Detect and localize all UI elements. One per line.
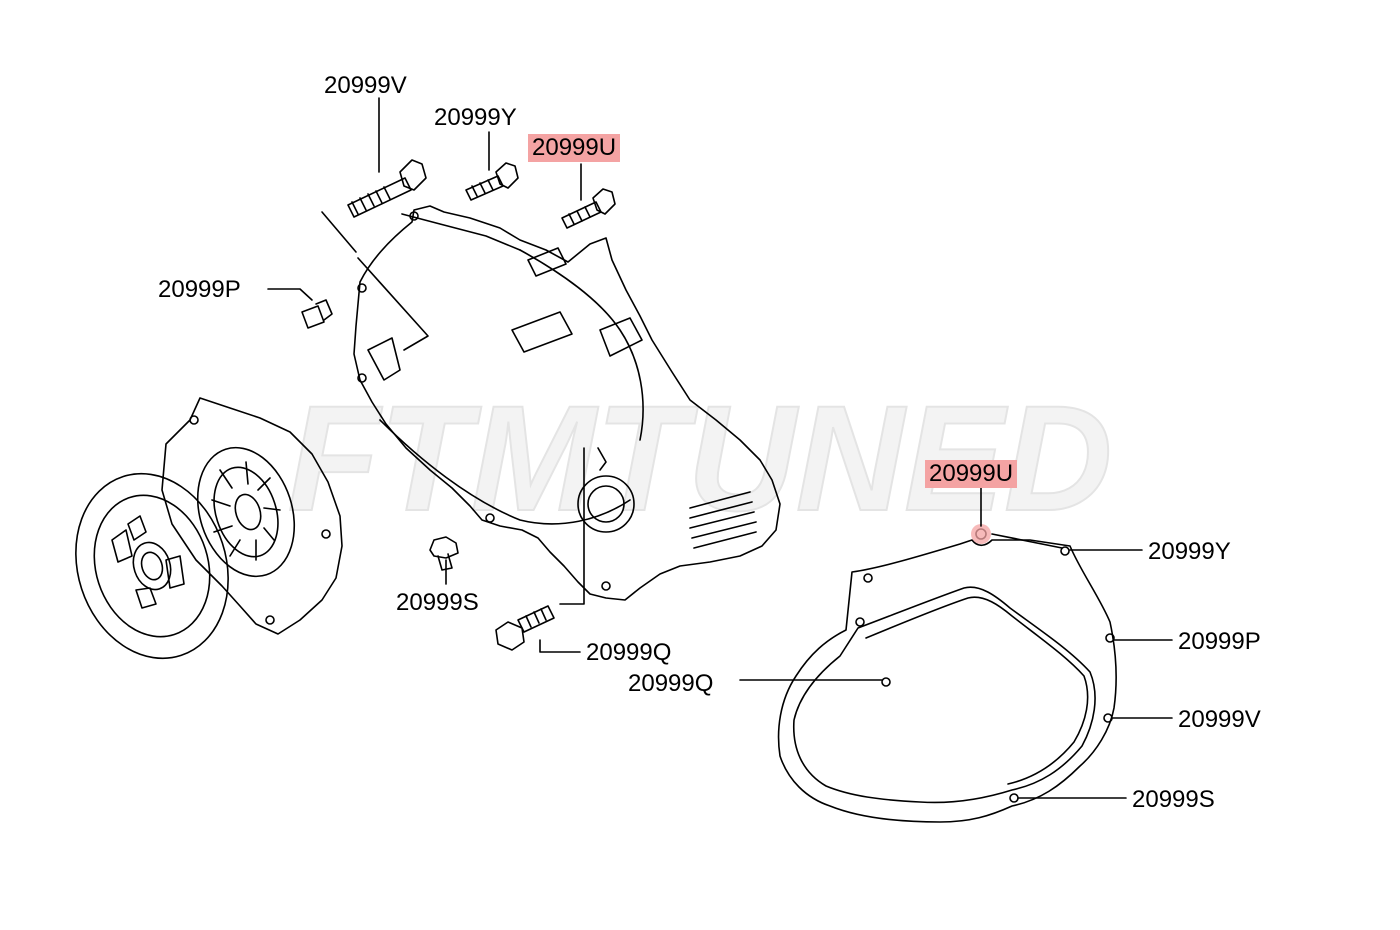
clutch-disc bbox=[75, 472, 229, 660]
label-20999p-left[interactable]: 20999P bbox=[158, 276, 241, 303]
bolt-q-long[interactable] bbox=[495, 605, 555, 651]
label-20999v-right[interactable]: 20999V bbox=[1178, 706, 1261, 733]
highlight-marker bbox=[971, 524, 991, 544]
watermark-text: FTMTUNED bbox=[288, 374, 1113, 542]
label-20999v-top[interactable]: 20999V bbox=[324, 72, 407, 99]
bolt-v-top[interactable] bbox=[347, 159, 427, 218]
label-20999s-bottom[interactable]: 20999S bbox=[396, 589, 479, 616]
bolt-s-bottom[interactable] bbox=[429, 536, 459, 571]
label-20999u-top[interactable]: 20999U bbox=[528, 134, 621, 162]
label-20999y-top[interactable]: 20999Y bbox=[434, 104, 517, 131]
leader-lines-left bbox=[267, 97, 585, 653]
pressure-plate bbox=[161, 397, 343, 635]
bolt-p-left[interactable] bbox=[301, 299, 333, 329]
label-20999q-gasket[interactable]: 20999Q bbox=[628, 670, 714, 697]
bolt-y-top[interactable] bbox=[465, 162, 519, 201]
leader-lines-right bbox=[739, 487, 1173, 799]
label-20999s-right[interactable]: 20999S bbox=[1132, 786, 1215, 813]
label-20999y-right[interactable]: 20999Y bbox=[1148, 538, 1231, 565]
housing-gasket bbox=[777, 528, 1117, 823]
label-20999q-bolt[interactable]: 20999Q bbox=[586, 639, 672, 666]
bolt-u-top[interactable] bbox=[561, 188, 616, 229]
label-20999u-gasket[interactable]: 20999U bbox=[925, 460, 1018, 488]
transmission-case bbox=[353, 205, 781, 601]
label-20999p-right[interactable]: 20999P bbox=[1178, 628, 1261, 655]
